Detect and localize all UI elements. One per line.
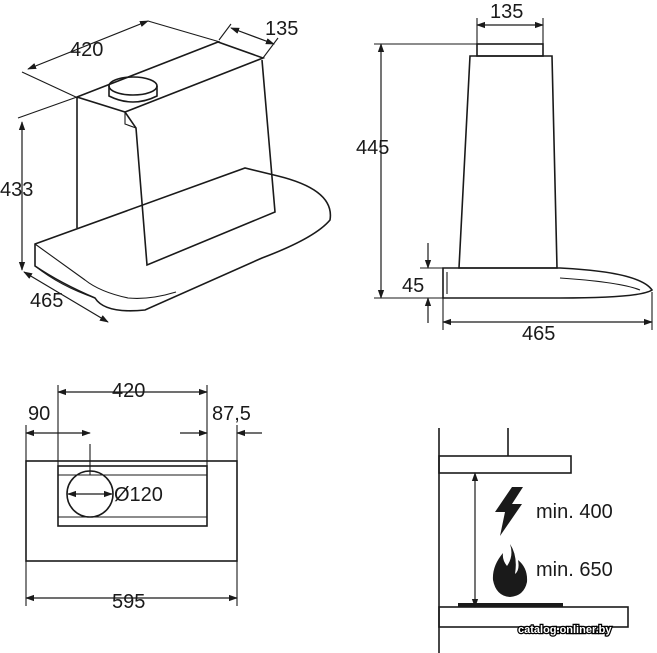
- chimney-front: [124, 59, 276, 267]
- canopy-outline: [34, 167, 332, 312]
- chimney-top: [74, 41, 266, 113]
- ext-line-135-a: [218, 23, 232, 41]
- dim-line-135-perspective: [230, 27, 275, 45]
- label-465-side: 465: [522, 323, 555, 345]
- side-canopy-inner: [446, 272, 641, 294]
- cooktop-burner: [458, 603, 563, 607]
- side-canopy: [442, 267, 654, 299]
- outlet-collar-top: [108, 76, 158, 96]
- hood-profile: [438, 455, 572, 474]
- ext-line-420-a: [21, 71, 79, 99]
- perspective-view: 420 135 433 465: [0, 18, 332, 323]
- label-90: 90: [28, 403, 50, 425]
- ext-line-433: [17, 96, 78, 119]
- label-min-400: min. 400: [536, 501, 613, 523]
- label-45: 45: [402, 275, 424, 297]
- label-420-top: 420: [112, 380, 145, 402]
- installation-view: min. 400 min. 650: [438, 428, 629, 653]
- label-595: 595: [112, 591, 145, 613]
- outlet-collar-side: [108, 86, 158, 103]
- ext-line-420-b: [147, 20, 221, 43]
- chimney-front-fold: [124, 112, 137, 129]
- top-canopy-outline: [25, 460, 238, 562]
- ext-line-135-b: [262, 37, 279, 59]
- label-d120: Ø120: [114, 484, 163, 506]
- dim-line-420: [27, 20, 149, 70]
- top-view: Ø120 420 90 87,5 595: [25, 380, 262, 613]
- dim-line-465-perspective: [23, 271, 109, 323]
- flame-icon: [492, 544, 528, 597]
- label-445: 445: [356, 137, 389, 159]
- watermark: catalog.onliner.by: [518, 624, 612, 636]
- label-min-650: min. 650: [536, 559, 613, 581]
- side-outlet-collar: [476, 43, 544, 57]
- label-420: 420: [70, 39, 103, 61]
- label-87-5: 87,5: [212, 403, 251, 425]
- label-433: 433: [0, 179, 33, 201]
- lightning-icon: [495, 487, 523, 536]
- side-view: 135 445 45 465: [356, 1, 654, 345]
- top-chimney-outline: [57, 465, 208, 527]
- label-465-perspective: 465: [30, 290, 63, 312]
- side-chimney: [458, 55, 558, 269]
- label-135-side: 135: [490, 1, 523, 23]
- label-135-perspective: 135: [265, 18, 298, 40]
